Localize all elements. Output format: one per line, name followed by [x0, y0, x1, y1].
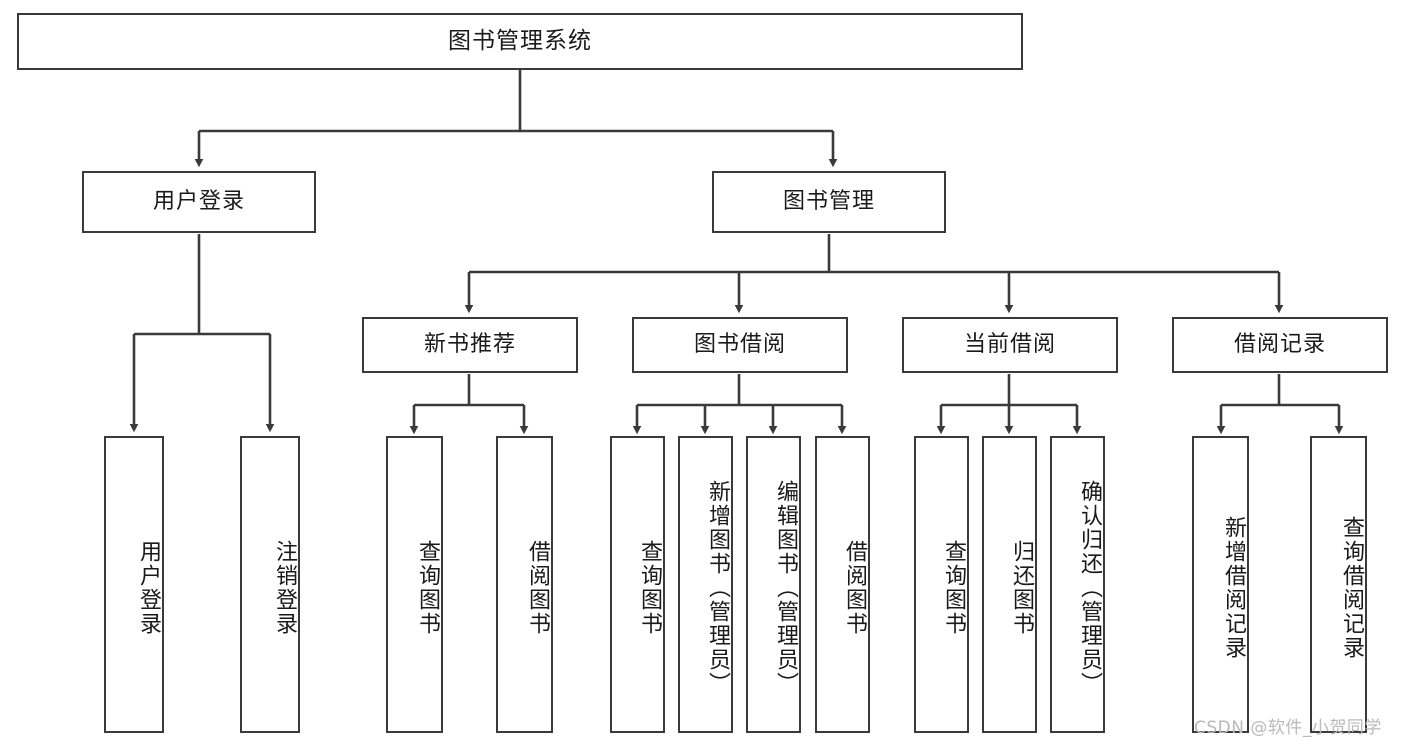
- node-label: 借阅记录: [1233, 331, 1326, 357]
- node-new-book-recommend[interactable]: 新书推荐: [362, 317, 578, 373]
- node-leaf-edit-book[interactable]: 编辑图书（管理员）: [746, 436, 801, 733]
- node-leaf-query-book-2[interactable]: 查询图书: [610, 436, 665, 733]
- node-label: 图书借阅: [693, 331, 786, 357]
- node-label: 注销登录: [272, 539, 297, 636]
- node-label: 新书推荐: [423, 331, 516, 357]
- node-leaf-add-book[interactable]: 新增图书（管理员）: [678, 436, 733, 733]
- node-leaf-query-book-3[interactable]: 查询图书: [914, 436, 969, 733]
- node-leaf-borrow-book-2[interactable]: 借阅图书: [815, 436, 870, 733]
- node-leaf-query-book-1[interactable]: 查询图书: [386, 436, 443, 733]
- node-label: 查询图书: [941, 539, 966, 636]
- node-root-book-management-system[interactable]: 图书管理系统: [17, 13, 1023, 70]
- node-label: 新增借阅记录: [1221, 515, 1246, 660]
- node-leaf-borrow-book-1[interactable]: 借阅图书: [496, 436, 553, 733]
- node-label: 用户登录: [152, 188, 245, 214]
- node-leaf-query-record[interactable]: 查询借阅记录: [1310, 436, 1367, 733]
- node-label: 查询图书: [415, 539, 440, 636]
- node-label: 归还图书: [1009, 539, 1034, 636]
- node-label: 用户登录: [136, 539, 161, 636]
- node-label: 图书管理: [782, 188, 875, 214]
- node-label: 编辑图书（管理员）: [773, 479, 798, 696]
- node-current-borrow[interactable]: 当前借阅: [902, 317, 1118, 373]
- node-book-borrow[interactable]: 图书借阅: [632, 317, 848, 373]
- node-label: 图书管理系统: [448, 27, 592, 54]
- node-leaf-logout[interactable]: 注销登录: [240, 436, 300, 733]
- node-borrow-record[interactable]: 借阅记录: [1172, 317, 1388, 373]
- node-user-login[interactable]: 用户登录: [82, 171, 316, 233]
- node-label: 当前借阅: [963, 331, 1056, 357]
- node-label: 确认归还（管理员）: [1077, 479, 1102, 696]
- node-leaf-confirm-return[interactable]: 确认归还（管理员）: [1050, 436, 1105, 733]
- node-label: 借阅图书: [842, 539, 867, 636]
- node-label: 查询图书: [637, 539, 662, 636]
- node-label: 查询借阅记录: [1339, 515, 1364, 660]
- node-leaf-user-login[interactable]: 用户登录: [104, 436, 164, 733]
- node-leaf-add-record[interactable]: 新增借阅记录: [1192, 436, 1249, 733]
- node-leaf-return-book[interactable]: 归还图书: [982, 436, 1037, 733]
- csdn-watermark: CSDN @软件_小贺同学: [1194, 718, 1382, 738]
- node-book-manage[interactable]: 图书管理: [712, 171, 946, 233]
- node-label: 新增图书（管理员）: [705, 479, 730, 696]
- node-label: 借阅图书: [525, 539, 550, 636]
